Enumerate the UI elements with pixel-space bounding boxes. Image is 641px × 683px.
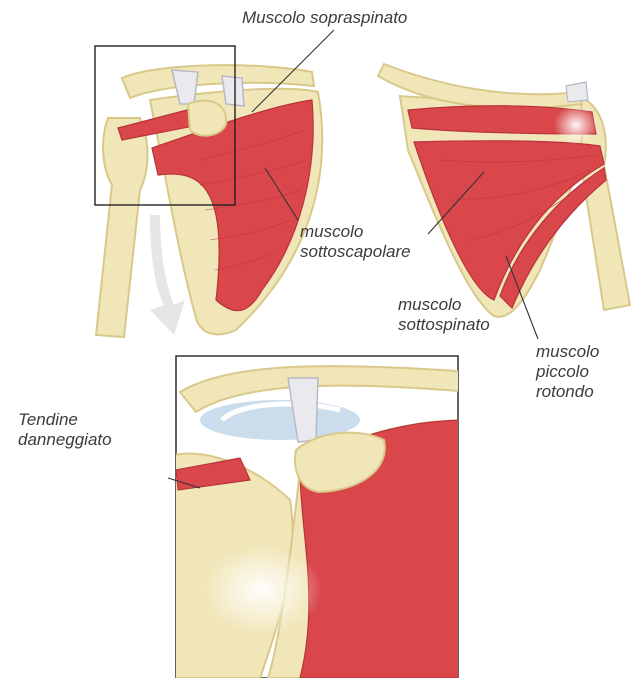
label-supraspinatus: Muscolo sopraspinato [242, 8, 407, 28]
front-coracoid [188, 101, 226, 136]
front-humerus [96, 118, 148, 337]
back-view-shoulder [378, 64, 630, 317]
label-subscapularis: muscolo sottoscapolare [300, 222, 411, 262]
label-damaged-tendon: Tendine danneggiato [18, 410, 112, 450]
front-view-shoulder [95, 46, 322, 337]
zoom-view [160, 356, 470, 678]
label-infraspinatus: muscolo sottospinato [398, 295, 490, 335]
label-teres-minor: muscolo piccolo rotondo [536, 342, 599, 402]
front-ligament [222, 76, 244, 106]
